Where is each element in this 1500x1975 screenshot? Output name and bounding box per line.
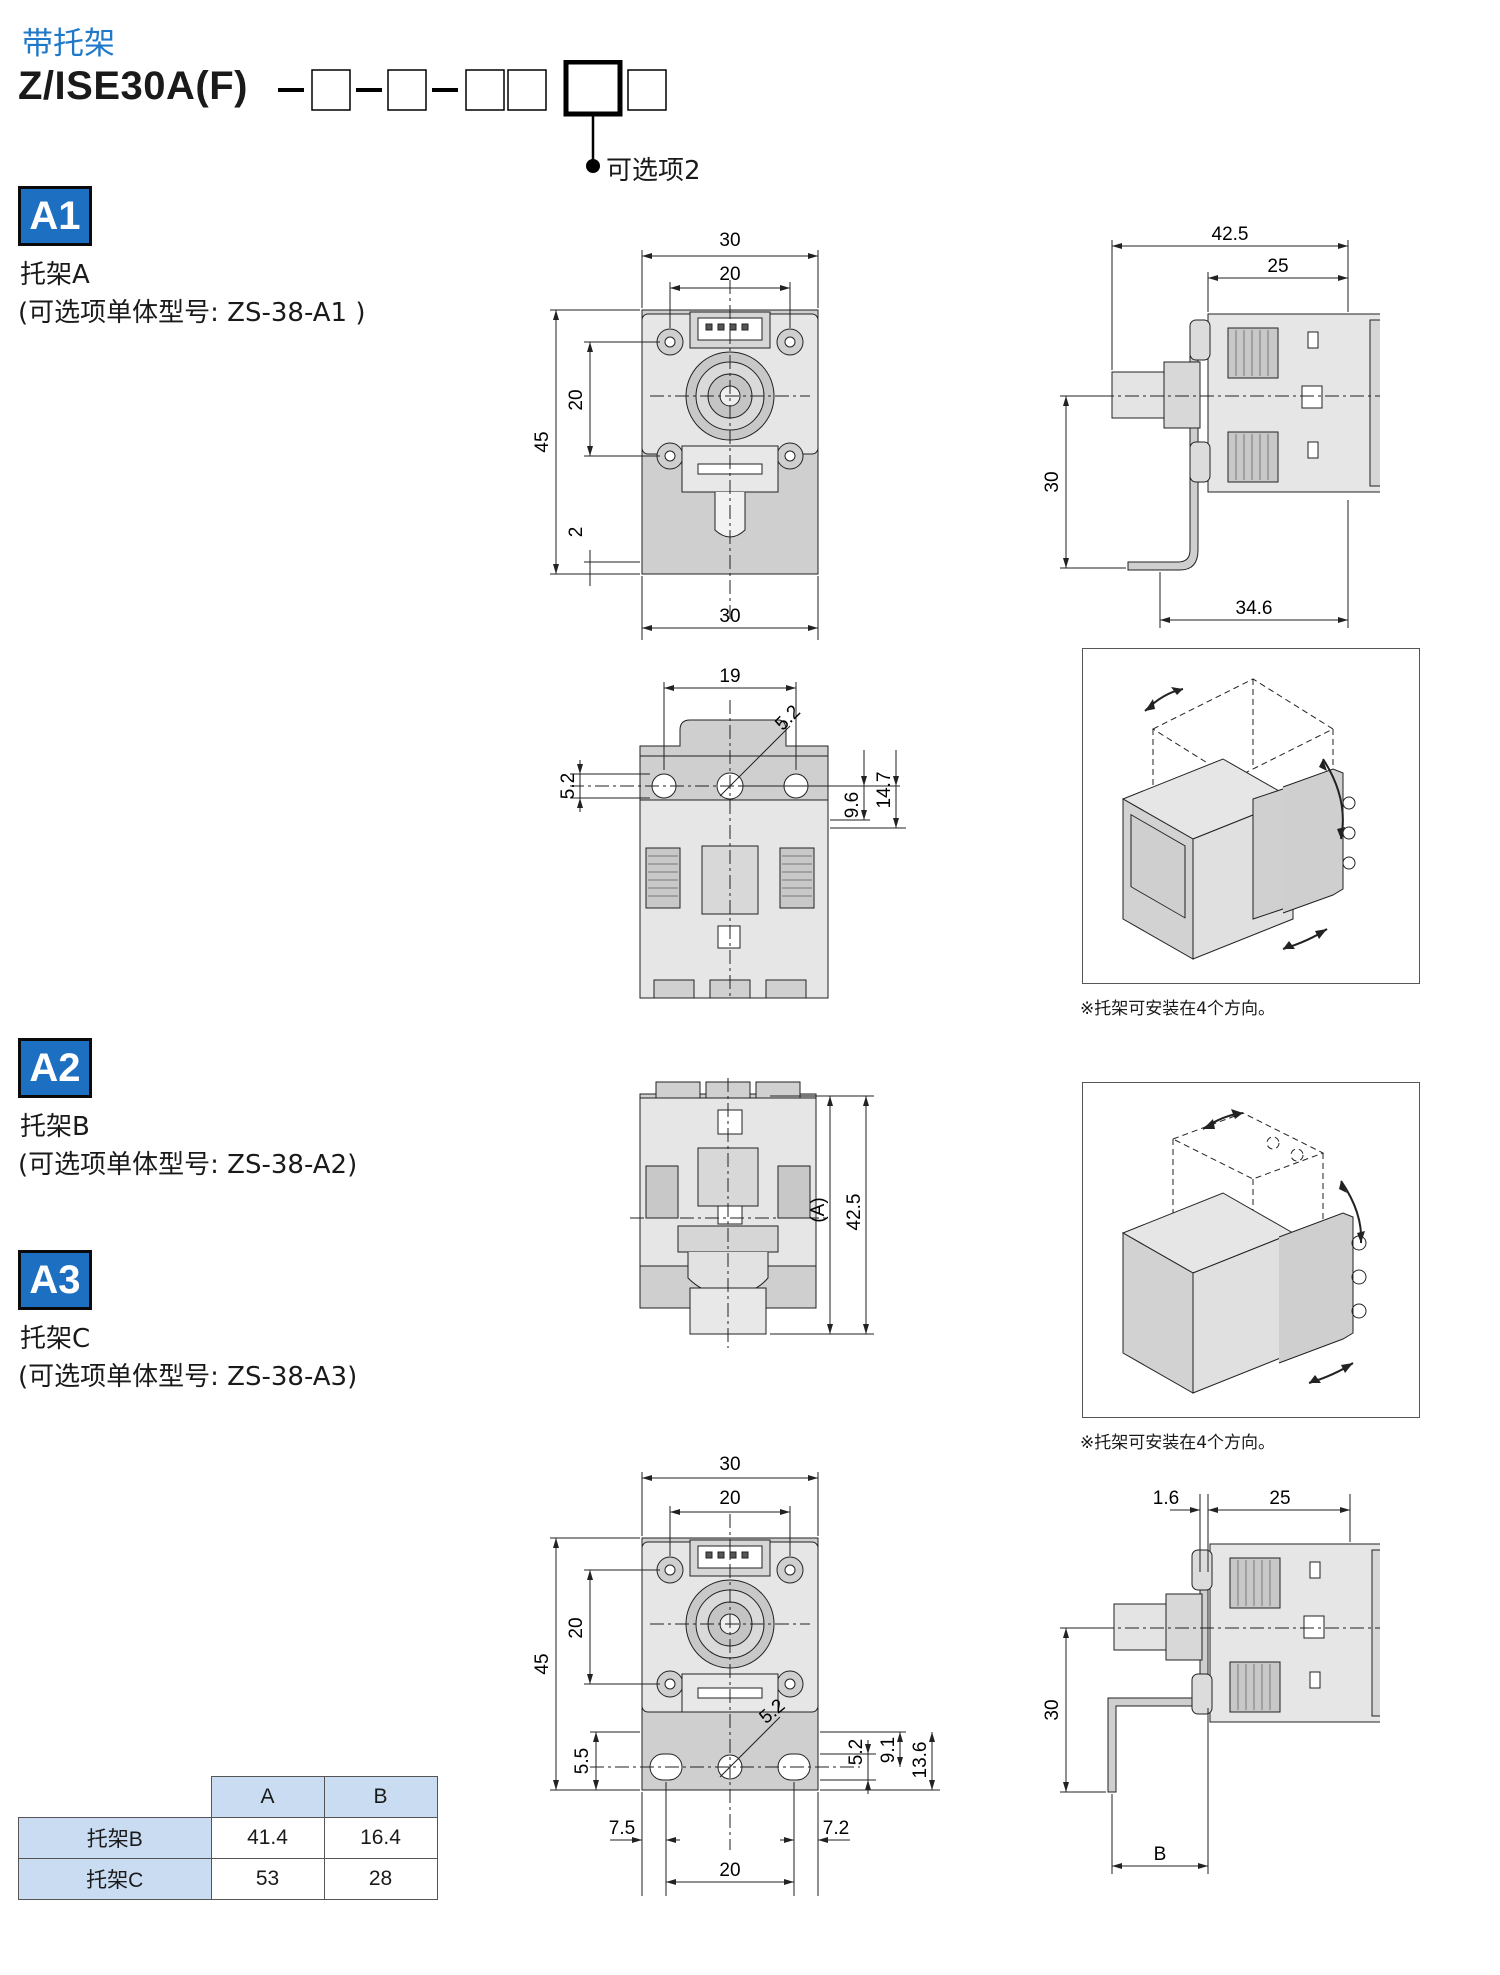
a3s-dim-30: 30: [1042, 1699, 1063, 1720]
a3-front-view: 30 20 45 20 5.5 5.2 5.2 9.1 13.6 7.5 7.2…: [532, 1454, 940, 1896]
a1s-dim-34-6: 34.6: [1236, 598, 1273, 619]
table-header-row: A B: [18, 1776, 438, 1818]
a3f-dim-9-1: 9.1: [878, 1737, 899, 1763]
bracket-a-name: 托架A: [20, 260, 90, 290]
a3s-dim-b: B: [1154, 1844, 1167, 1865]
a1-top-view: 19 5.2 5.2 9.6 14.7: [558, 666, 906, 1000]
a1-iso-frame: [1082, 648, 1420, 984]
a3f-dim-5-2: 5.2: [846, 1739, 867, 1765]
a3f-dim-20-bottom: 20: [719, 1860, 740, 1881]
a1t-dim-5-2: 5.2: [558, 773, 579, 799]
table-row: 托架C 53 28: [18, 1858, 438, 1900]
row-name: 托架C: [18, 1858, 212, 1900]
a3f-dim-30: 30: [719, 1454, 740, 1475]
section-title: 带托架: [22, 26, 115, 62]
bracket-b-part: (可选项单体型号: ZS-38-A2): [18, 1150, 358, 1180]
a1f-dim-30-bottom: 30: [719, 606, 740, 627]
a1f-dim-45: 45: [532, 431, 553, 452]
a1f-dim-30-top: 30: [719, 230, 740, 251]
a1-side-view: 42.5 25 30 34.6: [1042, 224, 1380, 628]
bracket-a-part: (可选项单体型号: ZS-38-A1 ): [18, 298, 366, 328]
mount-note-2: ※托架可安装在4个方向。: [1080, 1433, 1276, 1453]
bracket-c-name: 托架C: [20, 1324, 91, 1354]
a1f-dim-20-v: 20: [566, 389, 587, 410]
badge-a1: A1: [18, 186, 92, 246]
cell-b: 16.4: [323, 1817, 438, 1859]
bracket-dimension-table: A B 托架B 41.4 16.4 托架C 53 28: [18, 1776, 438, 1900]
a1t-dim-19: 19: [719, 666, 740, 687]
a1s-dim-42-5: 42.5: [1212, 224, 1249, 245]
a3f-dim-7-2: 7.2: [823, 1818, 849, 1839]
a1t-dim-9-6: 9.6: [842, 792, 863, 818]
a1f-dim-2: 2: [566, 527, 587, 538]
a3f-dim-45: 45: [532, 1653, 553, 1674]
table-row: 托架B 41.4 16.4: [18, 1817, 438, 1859]
a2-top-view: (A) 42.5: [630, 1078, 874, 1348]
a1-iso-illustration: [1121, 678, 1356, 960]
a3-side-view: 1.6 25 30 B: [1042, 1488, 1380, 1874]
cell-b: 28: [323, 1858, 438, 1900]
a3f-dim-20: 20: [719, 1488, 740, 1509]
row-name: 托架B: [18, 1817, 212, 1859]
bracket-c-part: (可选项单体型号: ZS-38-A3): [18, 1362, 358, 1392]
a3s-dim-1-6: 1.6: [1153, 1488, 1179, 1509]
a1t-dim-14-7: 14.7: [874, 772, 895, 809]
col-header-b: B: [323, 1776, 438, 1818]
cell-a: 41.4: [210, 1817, 325, 1859]
a3f-dim-20-v: 20: [566, 1617, 587, 1638]
a3f-dim-13-6: 13.6: [910, 1742, 931, 1779]
a3-iso-frame: [1082, 1082, 1420, 1418]
a3f-dim-7-5: 7.5: [609, 1818, 635, 1839]
a1s-dim-25: 25: [1267, 256, 1288, 277]
badge-a2: A2: [18, 1038, 92, 1098]
mount-note-1: ※托架可安装在4个方向。: [1080, 999, 1276, 1019]
col-header-a: A: [210, 1776, 325, 1818]
model-code: Z/ISE30A(F): [18, 64, 248, 108]
cell-a: 53: [210, 1858, 325, 1900]
a1f-dim-20: 20: [719, 264, 740, 285]
a3s-dim-25: 25: [1269, 1488, 1290, 1509]
a2t-dim-a: (A): [808, 1197, 829, 1222]
option-2-label: 可选项2: [606, 156, 701, 186]
a2t-dim-42-5: 42.5: [844, 1194, 865, 1231]
a3f-dim-5-5: 5.5: [572, 1748, 593, 1774]
badge-a3: A3: [18, 1250, 92, 1310]
a1s-dim-30: 30: [1042, 471, 1063, 492]
bracket-b-name: 托架B: [20, 1112, 90, 1142]
model-option-boxes: [278, 60, 667, 173]
a1-front-view: 30 20 45 20 2 30: [532, 230, 819, 640]
a3-iso-illustration: [1121, 1109, 1367, 1394]
